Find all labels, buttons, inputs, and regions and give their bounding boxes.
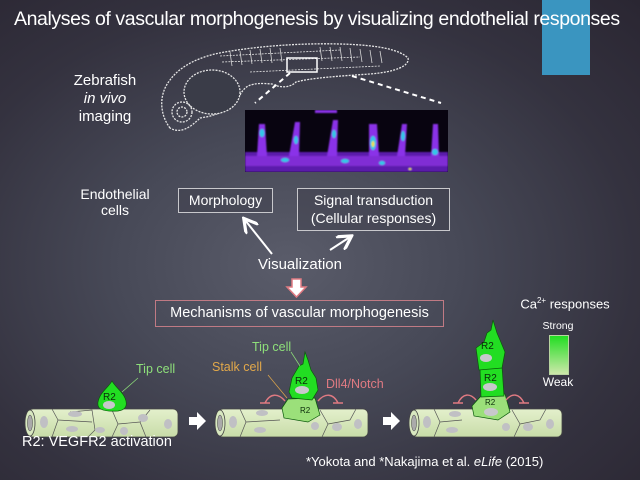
citation-journal: eLife [473,454,503,469]
legend-weak-label: Weak [542,375,574,389]
mechanisms-box: Mechanisms of vascular morphogenesis [155,300,444,327]
signal-transduction-box: Signal transduction (Cellular responses) [297,188,450,231]
stalk-cell-receptor-2: R2 [300,406,311,415]
zebrafish-label-line2: in vivo [83,90,127,107]
tip-cell-label-2: Tip cell [252,340,291,354]
accent-bar [542,0,590,75]
vessel-stage-1: R2 Tip cell [24,362,179,438]
base-cell-receptor-3: R2 [485,398,496,407]
stage-arrow-icon-1 [189,412,206,430]
notch-inhibition-right-3 [505,394,529,404]
stage-arrow-icon-2 [383,412,400,430]
notch-inhibition-left-3 [453,394,477,404]
legend-title-sup: 2+ [536,296,547,305]
endothelial-cells-label: Endothelial cells [80,186,150,218]
endothelial-label-line2: cells [100,202,129,218]
arrow-to-signal [329,237,350,251]
region-of-interest-box [286,57,318,73]
legend-title-suffix: responses [546,296,610,312]
arrow-to-morphology [245,220,273,255]
tip-cell-receptor-3: R2 [481,341,494,352]
notch-inhibition-right [317,394,343,404]
zebrafish-label-line1: Zebrafish [73,72,137,89]
signal-box-line1: Signal transduction [313,192,434,208]
calcium-legend-title: Ca2+ responses [500,296,630,311]
tip-cell-receptor-1: R2 [103,392,116,403]
slide-title: Analyses of vascular morphogenesis by vi… [14,8,620,30]
base-cell-stage-3 [471,393,511,421]
somite-marks [229,46,383,67]
citation: *Yokota and *Nakajima et al. eLife (2015… [306,454,543,469]
vessel-stage-2: R2 R2 Tip cell Stalk cell Dll4/Notch [212,340,384,438]
zebrafish-label-line3: imaging [78,108,132,125]
zoom-line-left [254,72,291,104]
tip-cell-label-1: Tip cell [136,362,175,376]
zoom-line-right [351,75,442,104]
microscopy-image [245,110,448,172]
morphology-box: Morphology [178,188,273,213]
zebrafish-imaging-label: Zebrafish in vivo imaging [60,72,150,126]
signal-box-line2: (Cellular responses) [310,210,437,226]
notch-inhibition-left [260,394,286,404]
tip-cell-receptor-2: R2 [295,376,308,387]
stalk-cell-label: Stalk cell [212,360,262,374]
down-arrow-icon [285,278,308,299]
endothelial-label-line1: Endothelial [80,186,150,202]
vessel-stage-3: R2 R2 R2 [408,319,563,438]
dll4-notch-label: Dll4/Notch [326,377,384,391]
r2-definition-label: R2: VEGFR2 activation [22,434,172,450]
visualization-label: Visualization [258,256,342,273]
legend-title-prefix: Ca [520,296,537,312]
calcium-color-bar [549,335,569,375]
mid-cell-receptor-3: R2 [484,373,497,384]
citation-authors: *Yokota and *Nakajima et al. [306,454,474,469]
zebrafish-icon [161,43,409,132]
stalk-cell-stage-2 [281,397,321,423]
citation-year: (2015) [502,454,544,469]
legend-strong-label: Strong [542,320,574,332]
